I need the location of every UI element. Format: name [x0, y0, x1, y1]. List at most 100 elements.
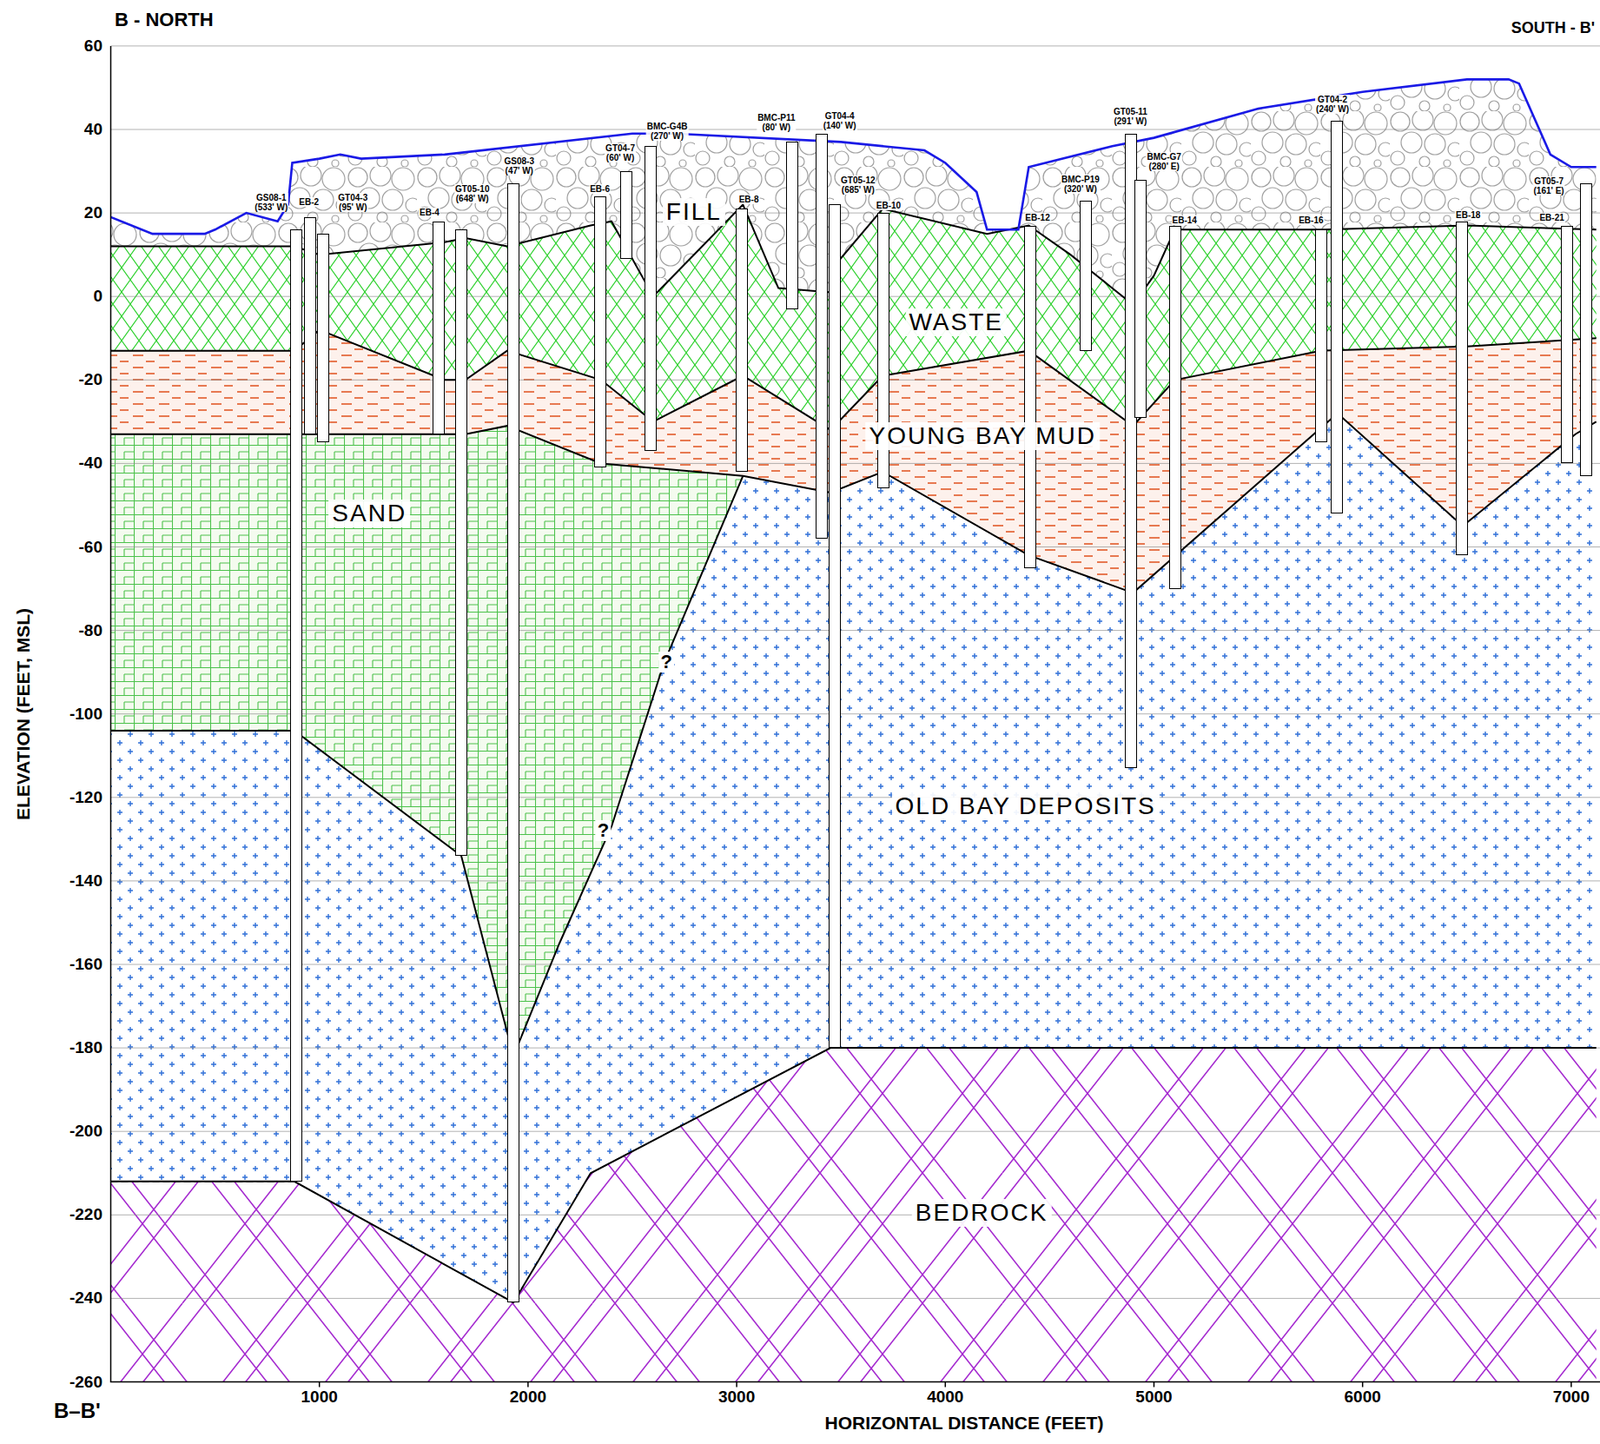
- contact-line: [111, 204, 1597, 305]
- boring-id: GT04-2: [1315, 94, 1350, 105]
- axis-title: HORIZONTAL DISTANCE (FEET): [825, 1412, 1105, 1434]
- boring-log: BMC-P19(320' W): [1079, 200, 1092, 351]
- grid-line: [111, 796, 1600, 798]
- boring-offset: (648' W): [454, 193, 490, 204]
- boring-id: EB-14: [1171, 215, 1198, 225]
- boring-offset: (95' W): [337, 202, 369, 212]
- boring-id: GT05-7: [1533, 176, 1566, 186]
- sand-area: [111, 425, 744, 1057]
- grid-line: [111, 713, 1600, 715]
- boring-offset: (280' E): [1145, 161, 1182, 172]
- tick-label: 6000: [1344, 1387, 1382, 1407]
- boring-log: GS08-3(47' W): [507, 183, 520, 1303]
- boring-label: GT05-7(161' E): [1533, 176, 1566, 196]
- boundaries: [111, 79, 1597, 1303]
- boring-log: GT05-7(161' E): [1580, 183, 1593, 476]
- ground-surface: [111, 79, 1597, 234]
- boring-log: GT05-10(648' W): [455, 229, 468, 856]
- axes: [111, 46, 1600, 1388]
- boring-label: EB-4: [418, 207, 441, 218]
- grid-line: [111, 546, 1600, 548]
- axis-tick: [318, 1381, 321, 1388]
- boring-id: EB-12: [1024, 212, 1051, 223]
- boring-label: GT04-2(240' W): [1315, 94, 1350, 114]
- boring-id: EB-18: [1454, 210, 1481, 220]
- boring-label: EB-18: [1454, 210, 1481, 220]
- boring-id: BMC-G7: [1145, 152, 1182, 162]
- axis-tick: [527, 1381, 529, 1388]
- boring-log: GT04-4(140' W): [815, 133, 828, 539]
- boring-label: GT05-12(685' W): [839, 175, 876, 195]
- grid-line: [111, 964, 1600, 966]
- tick-label: 4000: [926, 1387, 964, 1407]
- boring-id: GT05-12: [839, 175, 876, 186]
- tick-label: -180: [69, 1038, 103, 1058]
- axis-tick: [945, 1381, 947, 1388]
- boring-log: GS08-1(533' W): [290, 229, 303, 1182]
- boring-log: EB-6: [594, 196, 607, 468]
- boring-label: EB-14: [1171, 215, 1198, 225]
- boring-log: BMC-P11(80' W): [786, 141, 799, 309]
- boring-offset: (270' W): [646, 131, 689, 141]
- boring-log: EB-2: [304, 217, 317, 435]
- layer-name: BEDROCK: [912, 1198, 1052, 1227]
- boring-offset: (161' E): [1533, 185, 1566, 196]
- boring-label: GS08-1(533' W): [253, 192, 289, 212]
- boring-id: EB-4: [418, 207, 441, 218]
- tick-label: -100: [69, 704, 103, 724]
- tick-label: 0: [92, 286, 103, 306]
- tick-label: 3000: [718, 1387, 755, 1407]
- tick-label: 20: [84, 203, 103, 223]
- grid-line: [111, 629, 1600, 631]
- grid-line: [111, 212, 1600, 214]
- grid-line: [111, 879, 1600, 881]
- layers: [111, 79, 1597, 1382]
- grid-line: [111, 1214, 1600, 1216]
- boring-log: BMC-G4B(270' W): [644, 145, 657, 451]
- boring-log: EB-16: [1315, 229, 1328, 443]
- axis-title: ELEVATION (FEET, MSL): [13, 608, 34, 820]
- boring-offset: (533' W): [253, 202, 289, 212]
- boring-log: EB-21: [1560, 225, 1574, 464]
- tick-label: 5000: [1135, 1387, 1172, 1407]
- contact-line: [111, 413, 1597, 594]
- boring-id: EB-16: [1297, 215, 1324, 225]
- boring-label: BMC-G7(280' E): [1145, 152, 1182, 172]
- boring-log: GT04-2(240' W): [1330, 120, 1343, 514]
- boring-log: EB-14: [1169, 225, 1182, 589]
- boring-id: GS08-3: [503, 156, 536, 166]
- boring-label: EB-8: [738, 194, 761, 205]
- uncertain-contact: ?: [595, 819, 611, 841]
- boring-id: GT04-3: [337, 192, 369, 203]
- boring-offset: (47' W): [503, 165, 536, 176]
- boring-id: BMC-P19: [1060, 174, 1101, 185]
- layer-label: WASTE: [905, 308, 1007, 337]
- boring-id: EB-2: [297, 197, 320, 207]
- boring-label: GT04-3(95' W): [337, 192, 369, 212]
- layer-name: WASTE: [905, 308, 1007, 337]
- boring-id: GT05-11: [1112, 106, 1149, 117]
- layer-label: FILL: [662, 198, 726, 226]
- grid-line: [111, 1130, 1600, 1132]
- boring-offset: (80' W): [756, 122, 796, 133]
- tick-label: -20: [79, 370, 103, 390]
- tick-label: -240: [69, 1288, 103, 1308]
- boring-offset: (291' W): [1112, 116, 1149, 126]
- boring-label: EB-12: [1024, 212, 1051, 223]
- layer-name: OLD BAY DEPOSITS: [892, 792, 1160, 820]
- boring-offset: (685' W): [839, 185, 876, 195]
- boring-label: EB-21: [1538, 212, 1565, 223]
- grid: [111, 46, 1600, 1382]
- tick-label: -40: [79, 453, 103, 473]
- boring-id: EB-6: [588, 184, 611, 194]
- boring-id: GS08-1: [253, 192, 289, 203]
- boring-label: GS08-3(47' W): [503, 156, 536, 176]
- boring-label: EB-2: [297, 197, 320, 207]
- tick-label: -260: [69, 1372, 103, 1392]
- tick-label: -200: [69, 1121, 103, 1141]
- boring-log: EB-12: [1024, 225, 1037, 569]
- axis-tick: [735, 1381, 738, 1388]
- boring-log: GT04-3(95' W): [317, 233, 330, 443]
